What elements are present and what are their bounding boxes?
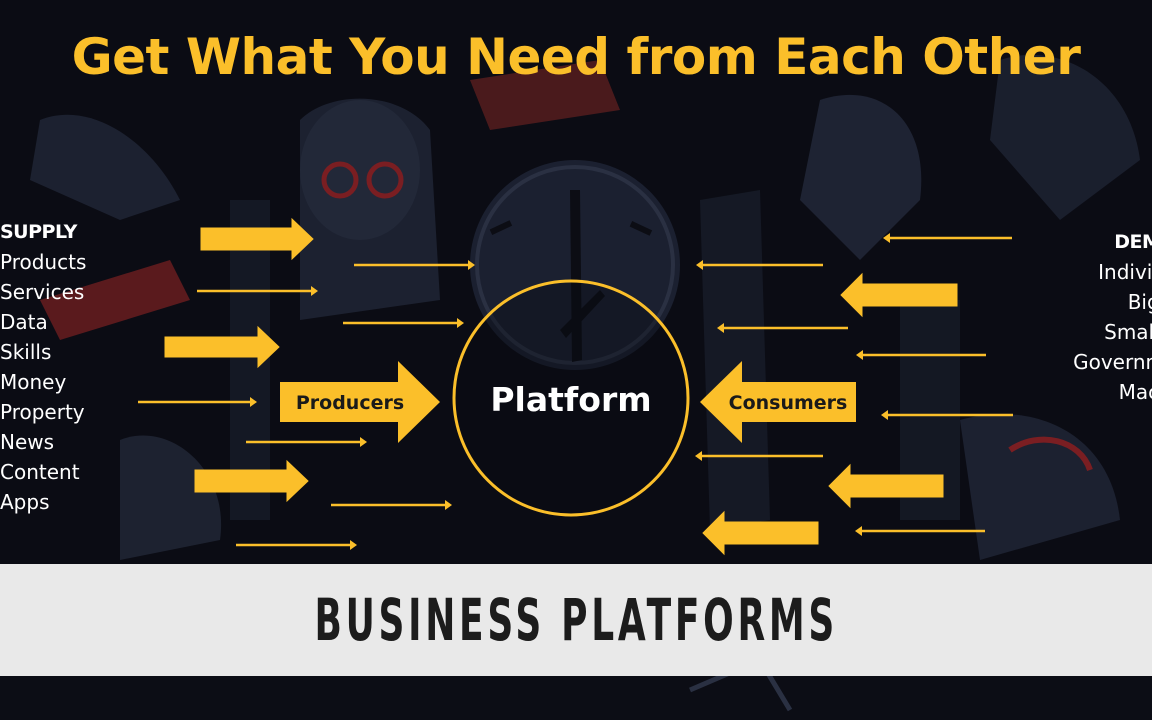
thin-arrowhead-left: [855, 526, 862, 536]
supply-heading: SUPPLY: [0, 221, 77, 243]
supply-item: Services: [0, 280, 85, 304]
thick-arrow-left: [828, 463, 944, 509]
bottom-banner: BUSINESS PLATFORMS: [0, 564, 1152, 676]
thin-arrowhead-right: [457, 318, 464, 328]
supply-item: Products: [0, 250, 87, 274]
demand-item: Governmen: [1073, 350, 1152, 374]
thin-arrowhead-right: [311, 286, 318, 296]
thin-arrowhead-left: [856, 350, 863, 360]
thin-arrowhead-left: [883, 233, 890, 243]
demand-arrows: [695, 233, 1013, 556]
thin-arrowhead-right: [250, 397, 257, 407]
thin-arrowhead-right: [360, 437, 367, 447]
thick-arrow-right: [200, 217, 314, 261]
demand-item: Big Or: [1127, 290, 1152, 314]
banner-title: BUSINESS PLATFORMS: [314, 586, 838, 654]
supply-item: Data: [0, 310, 48, 334]
supply-item: Property: [0, 400, 85, 424]
demand-item: Machin: [1118, 380, 1152, 404]
producers-arrow: [280, 361, 440, 443]
producers-label: Producers: [296, 392, 404, 414]
thick-arrow-left: [840, 272, 958, 318]
demand-item: Small Or: [1104, 320, 1152, 344]
demand-item: Individua: [1098, 260, 1152, 284]
slide-title: Get What You Need from Each Other: [71, 28, 1081, 86]
consumers-label: Consumers: [729, 392, 848, 414]
supply-item: Skills: [0, 340, 52, 364]
thin-arrowhead-left: [695, 451, 702, 461]
platform-label: Platform: [490, 380, 651, 419]
supply-item: Apps: [0, 490, 50, 514]
supply-item: News: [0, 430, 55, 454]
supply-item: Money: [0, 370, 67, 394]
consumers-arrow: [700, 361, 856, 443]
thick-arrow-right: [164, 325, 280, 369]
thin-arrowhead-left: [717, 323, 724, 333]
thick-arrow-left: [702, 510, 819, 556]
supply-list: SUPPLY Products Services Data Skills Mon…: [0, 217, 86, 517]
thin-arrowhead-right: [468, 260, 475, 270]
thin-arrowhead-left: [696, 260, 703, 270]
supply-item: Content: [0, 460, 80, 484]
demand-list: DEMAN Individua Big Or Small Or Governme…: [1040, 227, 1152, 407]
platform-circle: [452, 279, 690, 517]
thin-arrowhead-right: [350, 540, 357, 550]
thick-arrow-right: [194, 459, 309, 503]
supply-arrows: [138, 217, 475, 550]
demand-heading: DEMAN: [1114, 231, 1152, 253]
thin-arrowhead-left: [881, 410, 888, 420]
thin-arrowhead-right: [445, 500, 452, 510]
